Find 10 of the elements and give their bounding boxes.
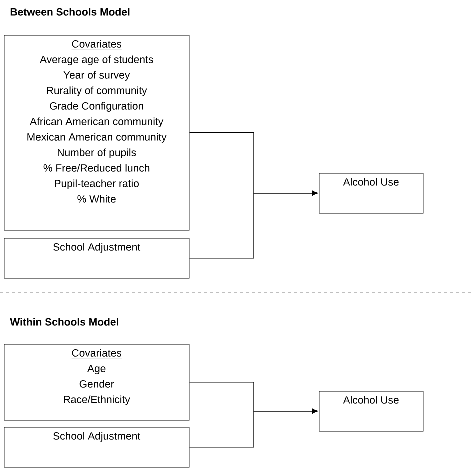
section-heading: Between Schools Model — [10, 8, 130, 16]
text-box: Alcohol Use — [319, 173, 424, 214]
arrow — [189, 408, 318, 448]
text-box: Covariates Average age of students Year of survey Rurality of community Grade Configuration African American community Mexican American community Number of pupils % Free/Reduced lunch Pupil-teacher ratio % White — [4, 35, 190, 231]
text-box: Alcohol Use — [319, 391, 424, 432]
arrow — [189, 190, 318, 259]
text-box: School Adjustment — [4, 426, 190, 468]
text-box: Covariates Age Gender Race/Ethnicity — [4, 344, 190, 421]
section-heading: Within Schools Model — [10, 318, 118, 326]
text-box: School Adjustment — [4, 238, 190, 279]
